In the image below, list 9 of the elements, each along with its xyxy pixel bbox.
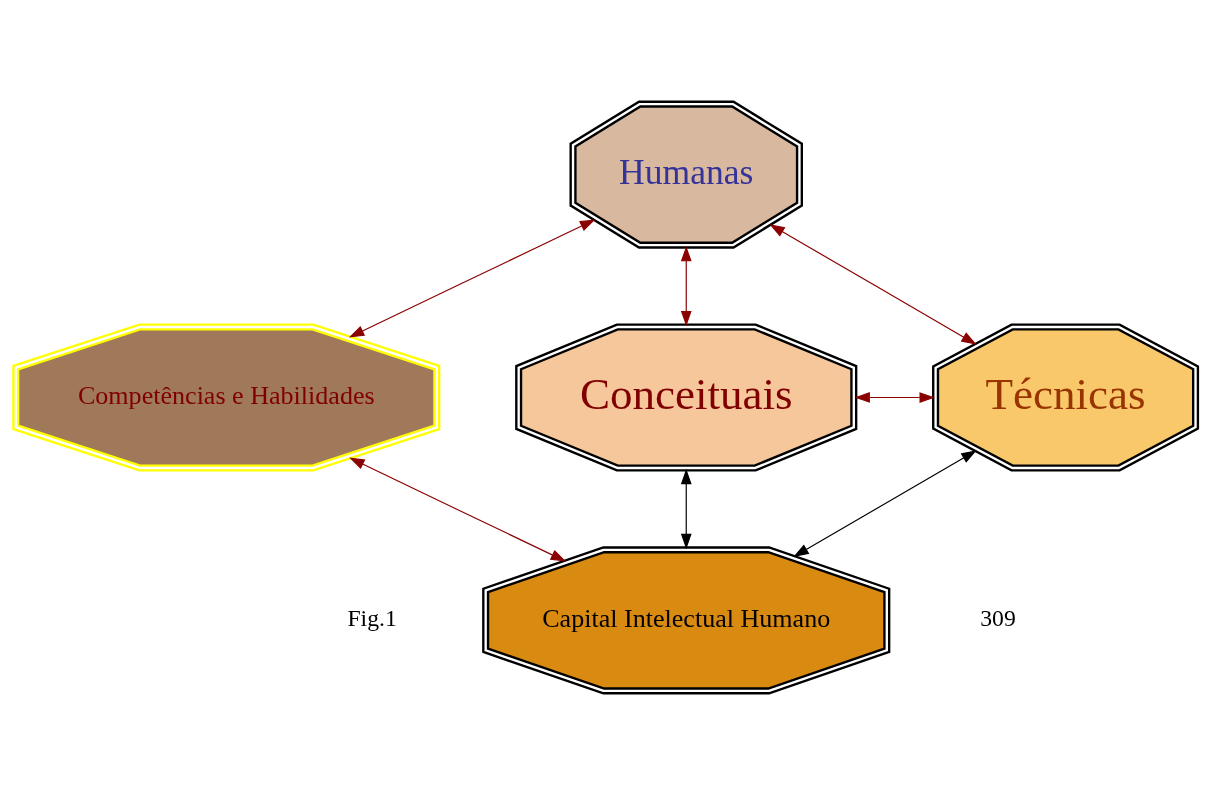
arrow [769, 223, 977, 345]
arrow [348, 218, 596, 338]
label: Fig.1 [347, 604, 397, 631]
arrow [349, 457, 567, 562]
arrow [680, 468, 692, 549]
arrow [854, 391, 935, 403]
arrow [680, 245, 692, 326]
label: 309 [980, 604, 1016, 631]
arrow [793, 449, 977, 557]
